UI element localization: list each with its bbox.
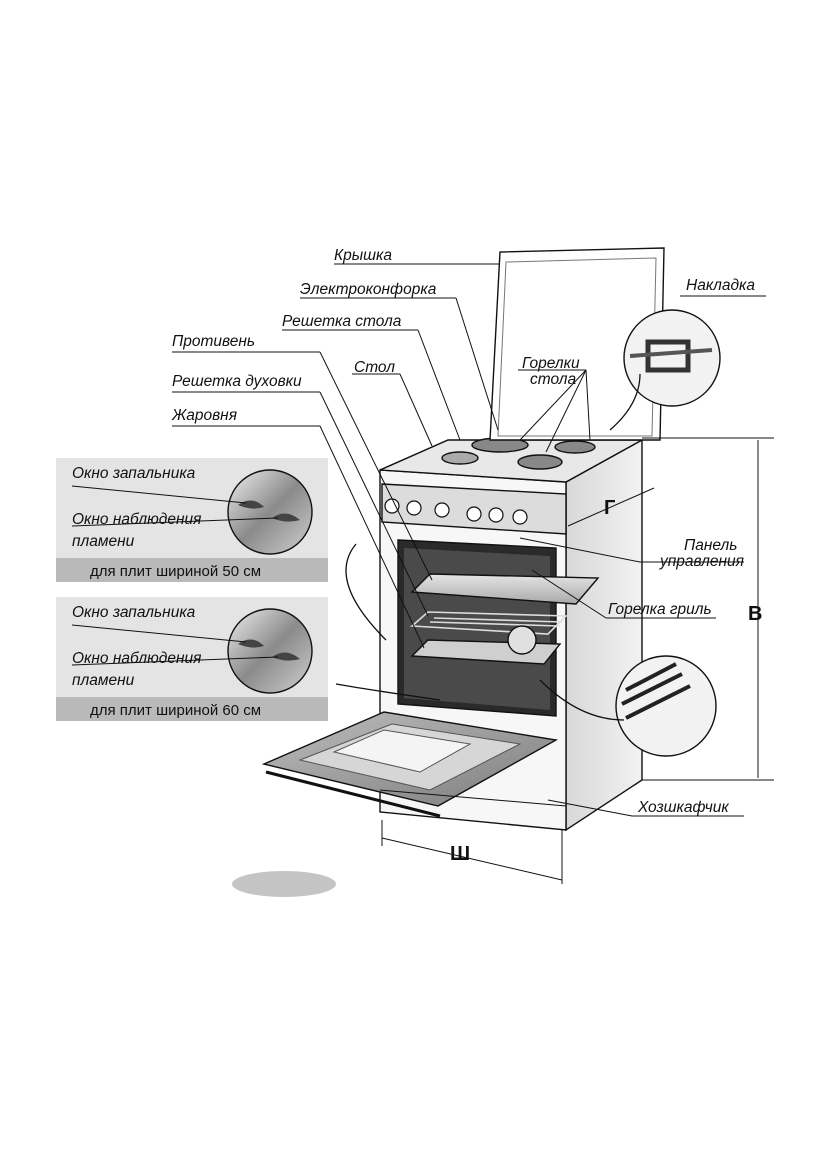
label-roasting-pan: Жаровня bbox=[171, 407, 237, 424]
inset1-flame-window-1: Окно наблюдения bbox=[72, 511, 201, 528]
inset2-flame-window-1: Окно наблюдения bbox=[72, 650, 201, 667]
burner-window-closeup bbox=[227, 469, 313, 555]
inset1-igniter-window: Окно запальника bbox=[72, 465, 196, 482]
label-baking-tray: Противень bbox=[172, 333, 255, 350]
leader-lines bbox=[172, 263, 766, 817]
dimension-lines bbox=[381, 437, 774, 884]
knob-icon bbox=[384, 498, 400, 514]
label-grill-burner: Горелка гриль bbox=[608, 601, 712, 618]
grill-closeup bbox=[615, 655, 717, 757]
label-lid: Крышка bbox=[334, 247, 392, 264]
lid bbox=[489, 247, 665, 441]
inset-50cm bbox=[56, 458, 328, 582]
label-table-grate: Решетка стола bbox=[282, 313, 402, 330]
dim-depth: Г bbox=[604, 497, 615, 519]
overlay-closeup bbox=[623, 309, 721, 407]
arrows bbox=[335, 373, 641, 721]
baking-tray bbox=[410, 573, 600, 605]
inset2-caption: для плит шириной 60 см bbox=[90, 702, 261, 719]
oven-grate bbox=[410, 611, 568, 635]
inset-60cm bbox=[56, 597, 328, 721]
inset1-caption: для плит шириной 50 см bbox=[90, 563, 261, 580]
dim-width: Ш bbox=[450, 843, 470, 865]
floor-shadow bbox=[232, 871, 336, 897]
label-storage-drawer: Хозшкафчик bbox=[637, 799, 729, 816]
inset2-flame-window-2: пламени bbox=[72, 672, 135, 689]
inset1-flame-window-2: пламени bbox=[72, 533, 135, 550]
burner-window-closeup bbox=[227, 608, 313, 694]
label-control-panel-1: Панель bbox=[684, 537, 737, 554]
label-electric-hotplate: Электроконфорка bbox=[300, 281, 437, 298]
label-control-panel-2: управления bbox=[659, 553, 744, 570]
label-table-burners-2: стола bbox=[530, 371, 577, 388]
dim-height: В bbox=[748, 603, 762, 625]
inset2-igniter-window: Окно запальника bbox=[72, 604, 196, 621]
label-overlay: Накладка bbox=[686, 277, 755, 294]
label-table-burners-1: Горелки bbox=[522, 355, 580, 372]
label-table: Стол bbox=[354, 359, 395, 376]
label-oven-grate: Решетка духовки bbox=[172, 373, 302, 390]
